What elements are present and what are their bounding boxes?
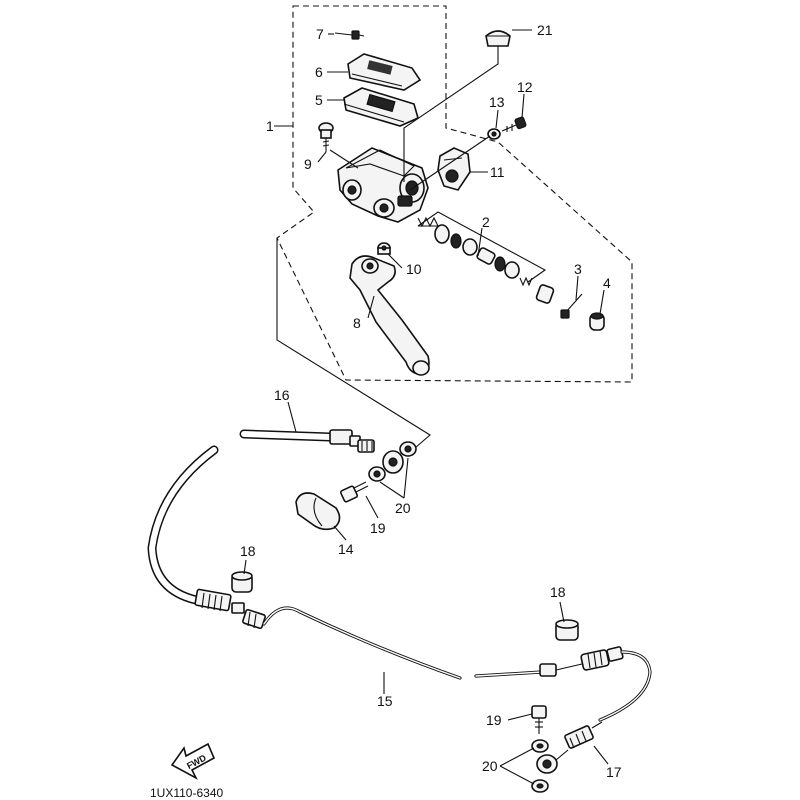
lever-pivot-bolt [377,242,391,255]
callout-8: 8 [353,315,361,331]
clutch-lever [349,255,430,376]
callout-19-lower: 19 [486,712,502,728]
rubber-cover [295,492,341,531]
washer [487,128,501,140]
diaphragm [343,87,419,127]
grommet-left [231,571,253,593]
callout-21: 21 [537,22,553,38]
callout-16: 16 [274,387,290,403]
reservoir-cap [347,53,422,91]
diagram-code: 1UX110-6340 [150,786,223,800]
grommet-right [555,619,579,641]
reservoir-screw [334,30,365,40]
callout-14: 14 [338,541,354,557]
holder-bracket [437,147,471,191]
callout-2: 2 [482,214,490,230]
forward-arrow-icon: FWD [170,742,216,780]
clutch-cable [262,606,652,722]
rubber-cap [485,30,511,47]
callout-17: 17 [606,764,622,780]
callout-4: 4 [603,275,611,291]
callout-1: 1 [266,118,274,134]
piston-spring [417,216,439,228]
union-bolt-upper [339,481,369,503]
upper-hose [239,429,404,474]
bolt [318,122,334,152]
callout-18-left: 18 [240,543,256,559]
piston-spring-small [519,276,533,287]
bracket-screw [501,116,527,132]
callout-12: 12 [517,79,533,95]
main-hose [147,445,266,630]
dust-boot [589,312,605,331]
callout-13: 13 [489,94,505,110]
leader-lines [243,33,609,785]
pushrod [560,293,583,319]
leader-assembly-to-hose [276,238,431,449]
callout-3: 3 [574,261,582,277]
callout-numbers: 7 21 6 12 13 5 1 9 11 2 10 3 4 8 16 20 1… [240,22,622,780]
callout-19-upper: 19 [370,520,386,536]
lower-banjo-fitting [536,721,603,774]
callout-5: 5 [315,92,323,108]
union-bolt-lower [531,705,547,734]
master-cylinder-body [337,147,429,223]
callout-7: 7 [316,26,324,42]
callout-6: 6 [315,64,323,80]
master-cylinder-assembly-outline [276,5,633,383]
copper-washers-lower [531,739,549,793]
callout-18-right: 18 [550,584,566,600]
callout-15: 15 [377,693,393,709]
callout-9: 9 [304,156,312,172]
callout-20-lower: 20 [482,758,498,774]
callout-11: 11 [490,164,505,180]
callout-20-upper: 20 [395,500,411,516]
copper-washers-upper [368,441,417,482]
callout-10: 10 [406,261,422,277]
piston-kit [417,211,555,304]
